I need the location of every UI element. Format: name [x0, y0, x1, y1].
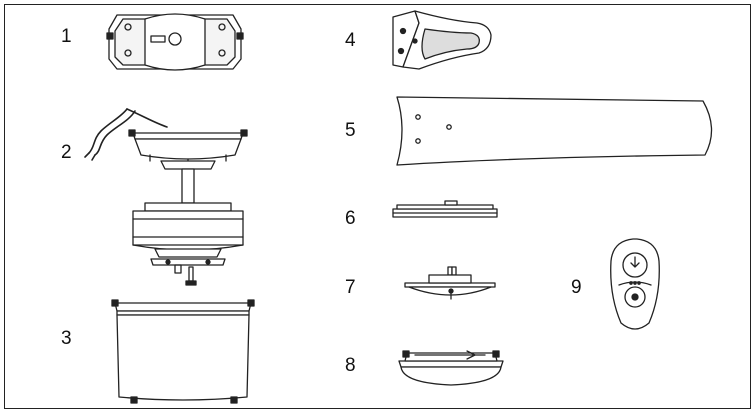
part-number-8: 8 [345, 355, 356, 376]
mounting-bracket-icon [106, 13, 244, 71]
light-shade-housing-icon [111, 299, 255, 404]
fan-blade-icon [396, 96, 713, 166]
switch-housing-plate-icon [392, 200, 498, 218]
part-number-4: 4 [345, 30, 356, 51]
motor-assembly-icon [84, 108, 248, 286]
blade-arm-icon [392, 10, 492, 70]
glass-bowl-icon [398, 350, 504, 386]
part-number-2: 2 [61, 142, 72, 163]
part-number-9: 9 [571, 277, 582, 298]
part-number-6: 6 [345, 208, 356, 229]
parts-artwork [84, 10, 713, 404]
remote-control-icon [610, 238, 660, 330]
part-number-7: 7 [345, 277, 356, 298]
parts-diagram-frame: 1 2 3 4 5 6 7 8 9 [4, 4, 751, 409]
part-number-3: 3 [61, 328, 72, 349]
part-number-1: 1 [61, 26, 72, 47]
light-kit-plate-icon [404, 266, 496, 300]
part-number-5: 5 [345, 120, 356, 141]
